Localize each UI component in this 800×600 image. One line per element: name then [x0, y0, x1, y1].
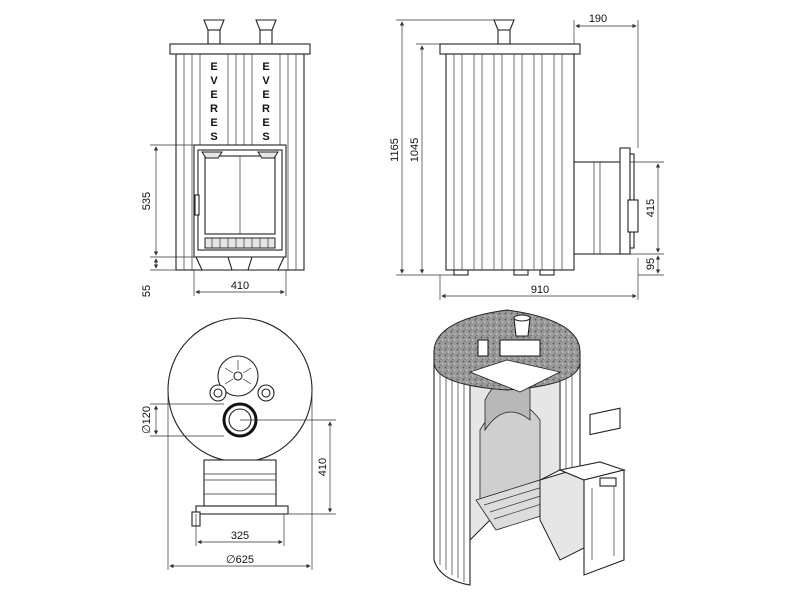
- side-feet: [453, 269, 555, 276]
- brand-letter: E: [210, 61, 217, 73]
- dim-front-width-label: 410: [231, 280, 249, 292]
- dim-total-depth-label: 910: [531, 284, 549, 296]
- chimney-pipe-left: [203, 19, 225, 45]
- brand-column-right: E V E R E S: [262, 61, 270, 143]
- top-vent-right: [257, 384, 275, 402]
- front-view: E V E R E S E V E R E S: [141, 19, 311, 297]
- dim-body-height-label: 1045: [409, 138, 421, 162]
- dim-door-height-label: 535: [141, 192, 153, 210]
- front-door: [193, 144, 287, 258]
- brand-letter: E: [210, 117, 217, 129]
- side-dimensions: 1165 1045 190 415 95 910: [389, 13, 664, 300]
- front-dimensions: 535 55 410: [141, 144, 287, 297]
- top-flue-cap: [217, 355, 259, 397]
- brand-letter: V: [210, 75, 218, 87]
- brand-letter: E: [210, 89, 217, 101]
- brand-letter: E: [262, 89, 269, 101]
- side-view: 1165 1045 190 415 95 910: [389, 13, 664, 300]
- dim-total-height-label: 1165: [389, 138, 401, 162]
- brand-letter: R: [210, 103, 218, 115]
- cutaway-tunnel: [539, 407, 626, 576]
- ash-vent-grille: [211, 238, 269, 248]
- side-chimney-pipe: [493, 19, 515, 45]
- brand-letter: S: [210, 131, 217, 143]
- cutaway-door-handle: [599, 477, 617, 487]
- dim-tunnel-length-label: 410: [317, 458, 329, 476]
- top-tunnel: [191, 459, 289, 527]
- brand-letter: R: [262, 103, 270, 115]
- side-top-plate: [439, 43, 581, 55]
- cutaway-view: [433, 309, 626, 586]
- brand-column-left: E V E R E S: [210, 61, 218, 143]
- dim-tunnel-width-label: 325: [231, 530, 249, 542]
- brand-letter: V: [262, 75, 270, 87]
- dim-flue-diameter-label: ∅120: [141, 406, 153, 434]
- vertical-ribs: [183, 54, 297, 270]
- side-vertical-ribs: [453, 54, 563, 270]
- cutaway-chimney: [477, 314, 541, 357]
- stove-legs: [195, 256, 285, 271]
- top-plate: [169, 43, 311, 55]
- side-door-handle: [627, 199, 639, 233]
- side-body: [445, 53, 575, 271]
- cutaway-wall-ribs: [439, 360, 573, 582]
- dim-leg-height-label: 55: [141, 285, 153, 297]
- brand-letter: E: [262, 61, 269, 73]
- dim-top-offset-label: 190: [589, 13, 607, 25]
- dim-door-height-side-label: 415: [645, 199, 657, 217]
- top-dimensions: ∅120 410 325 ∅625: [141, 390, 336, 570]
- dim-door-bottom-label: 95: [645, 258, 657, 270]
- chimney-pipe-right: [255, 19, 277, 45]
- top-view: ∅120 410 325 ∅625: [141, 317, 336, 570]
- top-vent-left: [209, 384, 227, 402]
- brand-letter: E: [262, 117, 269, 129]
- dim-body-diameter-label: ∅625: [226, 554, 254, 566]
- fire-tunnel: [573, 147, 639, 255]
- brand-letter: S: [262, 131, 269, 143]
- door-handle: [194, 194, 200, 216]
